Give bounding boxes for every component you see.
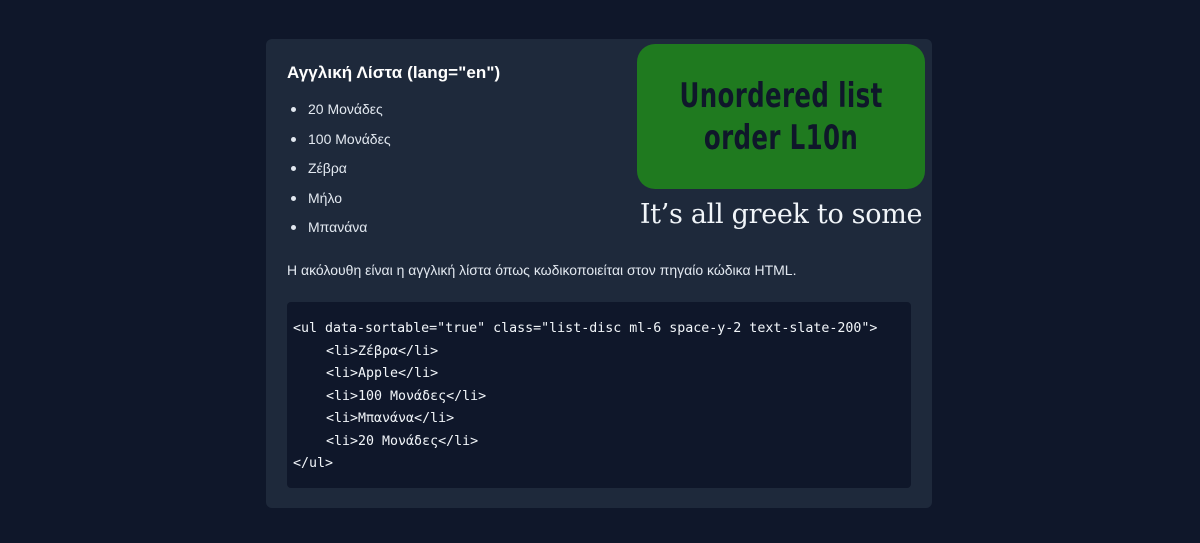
source-code-block: <ul data-sortable="true" class="list-dis… (287, 302, 911, 488)
code-line: </ul> (293, 456, 334, 471)
title-badge: Unordered list order L10n (637, 44, 925, 189)
code-line: <li>100 Μονάδες</li> (326, 388, 487, 404)
list-item: 100 Μονάδες (287, 129, 391, 159)
code-line: <li>Ζέβρα</li> (326, 343, 439, 359)
sorted-list: 20 Μονάδες 100 Μονάδες Ζέβρα Μήλο Μπανάν… (287, 99, 391, 247)
content-card: Αγγλική Λίστα (lang="en") 20 Μονάδες 100… (266, 39, 932, 508)
badge-line-2: order L10n (703, 117, 859, 158)
description-text: Η ακόλουθη είναι η αγγλική λίστα όπως κω… (287, 262, 797, 278)
code-line: <li>20 Μονάδες</li> (326, 433, 479, 449)
list-item: 20 Μονάδες (287, 99, 391, 129)
list-item: Μπανάνα (287, 217, 391, 247)
code-line: <li>Μπανάνα</li> (326, 411, 455, 426)
tagline: It’s all greek to some (639, 199, 923, 230)
badge-title: Unordered list order L10n (679, 75, 882, 159)
list-heading: Αγγλική Λίστα (lang="en") (287, 63, 501, 82)
badge-line-1: Unordered list (679, 75, 883, 116)
code-line: <ul data-sortable="true" class="list-dis… (293, 321, 878, 336)
code-line: <li>Apple</li> (326, 366, 439, 381)
list-item: Μήλο (287, 188, 391, 218)
list-item: Ζέβρα (287, 158, 391, 188)
